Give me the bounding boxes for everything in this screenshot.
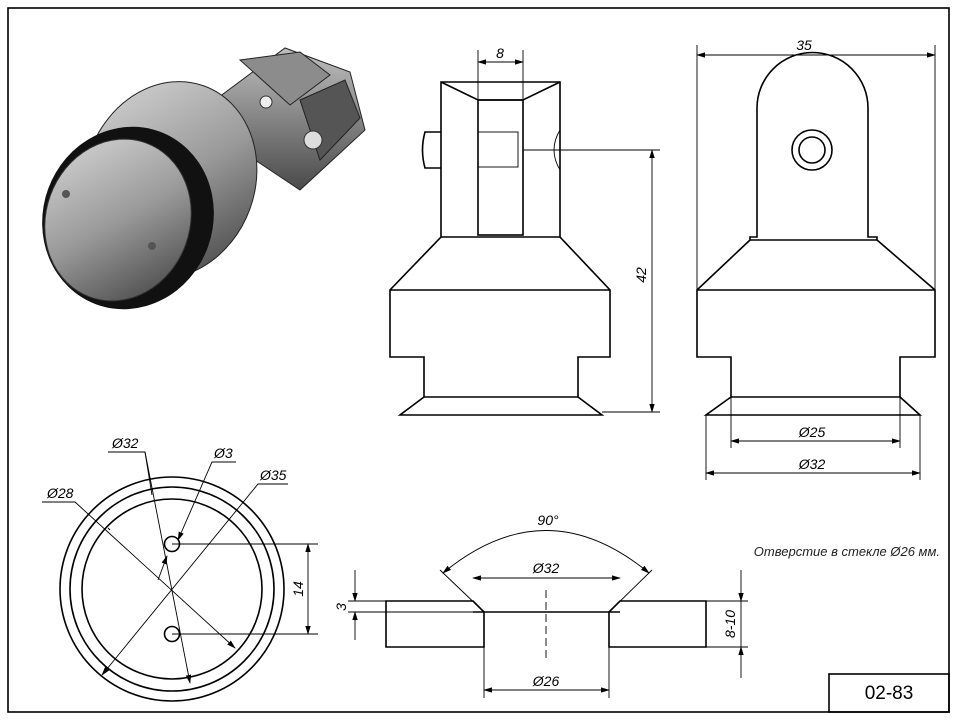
front-view: 8 42 [389,45,660,416]
plan-view: 14 Ø28 Ø32 Ø3 Ø35 [42,435,318,702]
dim-neck-diameter: Ø25 [798,424,826,440]
dim-angle: 90° [537,512,559,528]
dim-countersink-diameter: Ø32 [532,560,560,576]
dim-width-top: 8 [496,45,504,61]
dim-hole-diameter-glass: Ø26 [532,673,560,689]
dim-side-width: 35 [796,37,812,53]
dim-height: 42 [633,267,649,283]
glass-left [385,600,485,648]
drawing-frame [7,7,950,713]
dim-countersink-depth: 3 [333,603,349,611]
dim-outer-diameter: Ø35 [259,467,287,483]
side-view: 35 Ø25 Ø32 [696,37,936,480]
dim-flange-diameter: Ø32 [798,456,826,472]
dim-hole-diameter: Ø3 [213,445,233,461]
section-view: 90° Ø32 Ø26 3 8-10 [333,512,748,698]
drawing-code: 02-83 [865,683,914,704]
glass-hole-note: Отверстие в стекле Ø26 мм. [754,544,940,559]
title-block: 02-83 [828,673,950,713]
dim-inner-diameter: Ø28 [46,485,74,501]
dim-hole-spacing: 14 [290,581,306,597]
dim-mid-diameter: Ø32 [111,435,139,451]
glass-right [608,600,707,648]
isometric-view [42,47,366,310]
dim-glass-thickness: 8-10 [722,610,738,638]
